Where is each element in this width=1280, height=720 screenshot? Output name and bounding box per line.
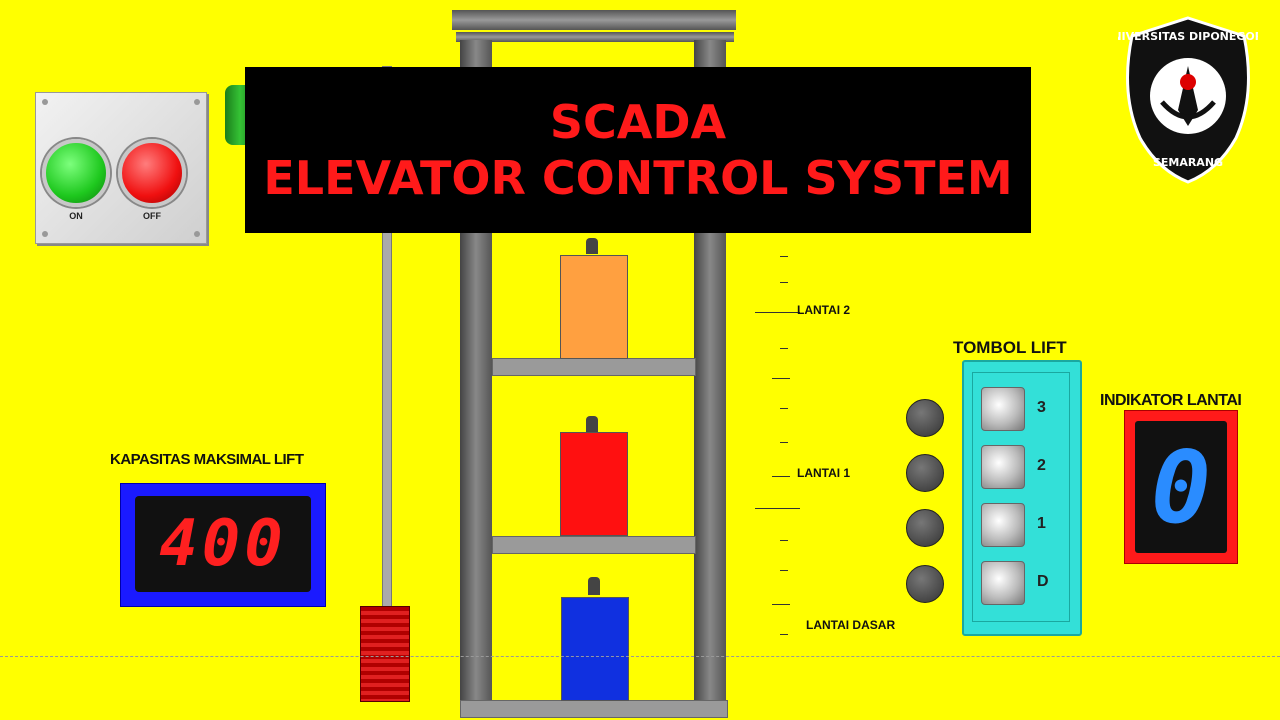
call-button-3-label: 3 [1037, 399, 1046, 416]
frame-top-beam-2 [456, 32, 734, 42]
frame-top-beam [452, 10, 736, 30]
floor2-lamp [906, 454, 944, 492]
floor-indicator-title: INDIKATOR LANTAI [1100, 392, 1242, 409]
capacity-display: 400 [120, 483, 326, 607]
sensor-icon [586, 416, 598, 432]
floor1-beam [492, 536, 696, 554]
floor1-lamp [906, 509, 944, 547]
call-button-2-label: 2 [1037, 457, 1046, 474]
call-panel-title: TOMBOL LIFT [953, 338, 1067, 357]
ground-lamp [906, 565, 944, 603]
floor2-label: LANTAI 2 [797, 303, 851, 317]
counterweight [360, 606, 410, 702]
ground-beam [460, 700, 728, 718]
banner-title-line2: ELEVATOR CONTROL SYSTEM [263, 151, 1013, 205]
call-button-1[interactable] [981, 503, 1025, 547]
floor1-label: LANTAI 1 [797, 466, 851, 480]
floor2-beam [492, 358, 696, 376]
on-label: ON [69, 211, 83, 221]
floor-scale [755, 230, 800, 650]
off-label: OFF [143, 211, 161, 221]
capacity-value: 400 [159, 507, 287, 581]
sensor-icon [588, 577, 600, 595]
load-box-floor1 [560, 432, 628, 536]
call-button-d-label: D [1037, 573, 1049, 590]
svg-text:UNIVERSITAS DIPONEGORO: UNIVERSITAS DIPONEGORO [1118, 30, 1258, 43]
call-button-d[interactable] [981, 561, 1025, 605]
floor-indicator: 0 [1124, 410, 1238, 564]
university-logo: UNIVERSITAS DIPONEGORO SEMARANG [1118, 16, 1258, 184]
call-button-1-label: 1 [1037, 515, 1046, 532]
banner-title-line1: SCADA [549, 95, 727, 149]
off-button[interactable] [118, 139, 186, 207]
floor3-lamp [906, 399, 944, 437]
load-box-ground [561, 597, 629, 701]
title-banner: SCADA ELEVATOR CONTROL SYSTEM [245, 67, 1031, 233]
call-button-2[interactable] [981, 445, 1025, 489]
capacity-title: KAPASITAS MAKSIMAL LIFT [110, 451, 304, 468]
floor-indicator-value: 0 [1150, 428, 1212, 546]
on-button[interactable] [42, 139, 110, 207]
sensor-icon [586, 238, 598, 254]
load-box-floor2 [560, 255, 628, 359]
ground-line [0, 656, 1280, 657]
power-control-panel: ON OFF [35, 92, 207, 244]
ground-floor-label: LANTAI DASAR [806, 618, 896, 632]
call-button-3[interactable] [981, 387, 1025, 431]
call-panel: 3 2 1 D [962, 360, 1082, 636]
svg-text:SEMARANG: SEMARANG [1153, 156, 1223, 169]
